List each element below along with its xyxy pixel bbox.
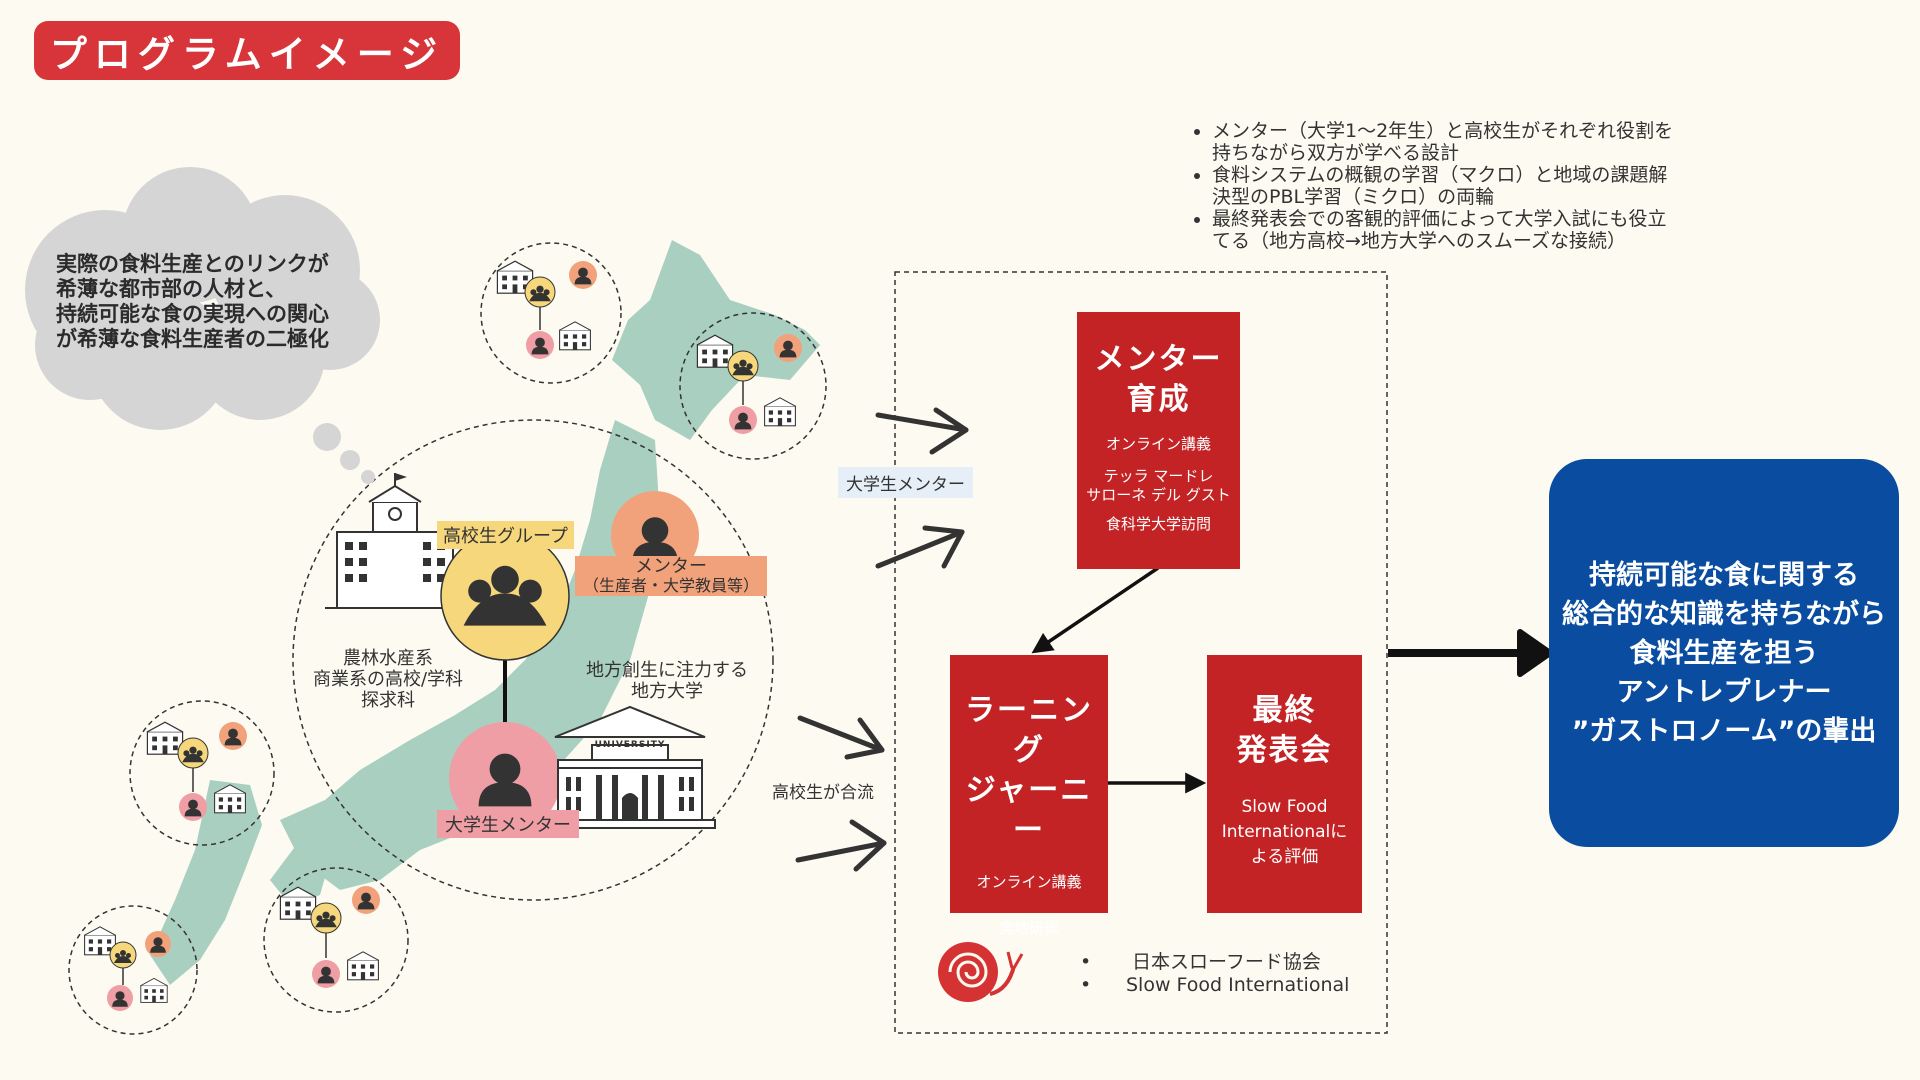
cloud-text: 実際の食料生産とのリンクが 希薄な都市部の人材と、 持続可能な食の実現への関心 … [56, 252, 386, 352]
cloud-line: 実際の食料生産とのリンクが [56, 252, 329, 276]
school-description: 農林水産系 商業系の高校/学科 探求科 [312, 648, 464, 711]
school-building [325, 473, 465, 609]
org-item: •Slow Food International [1080, 974, 1350, 996]
region-circle-1 [480, 242, 622, 384]
learning-journey-box: ラーニング ジャーニー オンライン講義 実地研修 [950, 655, 1108, 937]
high-school-group-label: 高校生グループ [437, 521, 574, 549]
program-container [894, 271, 1388, 1034]
region-circle-4 [263, 867, 409, 1013]
region-circle-3 [129, 700, 275, 846]
mentor-to-journey-arrow [1031, 566, 1159, 654]
arrow-label-high-school-join: 高校生が合流 [772, 783, 874, 803]
snail-logo-icon [938, 942, 1024, 1002]
cloud-line: 希薄な都市部の人材と、 [56, 277, 287, 301]
org-list: •日本スローフード協会 •Slow Food International [1080, 951, 1349, 997]
outcome-box: 持続可能な食に関する 総合的な知識を持ちながら 食料生産を担う アントレプレナー… [1549, 459, 1899, 847]
mentor-label: メンター （生産者・大学教員等） [575, 556, 767, 596]
region-circle-main [292, 419, 774, 901]
final-presentation-box: 最終 発表会 Slow Food Internationalに よる評価 [1207, 655, 1362, 913]
arrow-label-student-mentor: 大学生メンター [838, 467, 973, 498]
incoming-arrows [795, 407, 969, 872]
region-circle-5 [68, 905, 198, 1035]
mentor-training-box: メンター 育成 オンライン講義 テッラ マードレ サローネ デル グスト 食科学… [1077, 312, 1240, 569]
university-building [544, 705, 716, 829]
page-title: プログラムイメージ [34, 21, 460, 80]
org-item: •日本スローフード協会 [1080, 951, 1321, 973]
region-circle-2 [679, 312, 827, 460]
university-sign: UNIVERSITY [594, 740, 666, 750]
bullet-item: 最終発表会での客観的評価によって大学入試にも役立てる（地方高校→地方大学へのスム… [1212, 208, 1750, 252]
cloud-line: 持続可能な食の実現への関心 [56, 302, 329, 326]
thought-cloud [25, 167, 380, 484]
university-description: 地方創生に注力する 地方大学 [586, 660, 748, 702]
student-mentor-label: 大学生メンター [437, 810, 579, 838]
cloud-line: が希薄な食料生産者の二極化 [56, 327, 329, 351]
